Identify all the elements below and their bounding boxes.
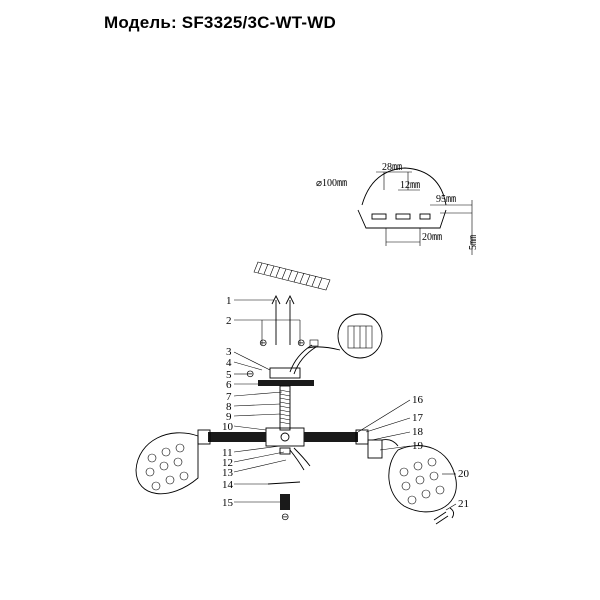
model-title: Модель: SF3325/3C-WT-WD (104, 13, 336, 32)
dim-label-5mm: 5㎜ (468, 235, 479, 250)
mounting-detail: 28㎜ ⌀100㎜ 12㎜ 95㎜ 20㎜ 5㎜ (316, 162, 479, 255)
svg-text:⊖: ⊖ (259, 338, 267, 349)
right-shade (388, 445, 457, 513)
part-number: 13 (222, 467, 234, 479)
left-arm-tube (208, 432, 266, 442)
part-number: 21 (458, 498, 469, 510)
mounting-screws: ⊖ ⊖ (259, 294, 305, 349)
part-number: 4 (226, 357, 232, 369)
bulb-part-21 (433, 507, 455, 525)
dim-label-28mm: 28㎜ (382, 162, 402, 173)
part-number: 15 (222, 497, 234, 509)
finial (280, 494, 290, 510)
part-number: 14 (222, 479, 234, 491)
left-shade (135, 432, 199, 495)
part-number: 12 (222, 457, 233, 469)
detail-slot (395, 213, 411, 220)
central-column: ⊖ (258, 367, 314, 523)
part-number-labels-left: 1 2 3 4 5 6 7 8 9 10 11 12 13 14 15 (222, 295, 234, 509)
part-number: 5 (226, 369, 232, 381)
detail-plate-outline (357, 209, 447, 229)
part-number: 2 (226, 315, 232, 327)
part-number: 1 (226, 295, 232, 307)
dim-label-diameter-100mm: ⌀100㎜ (316, 178, 347, 189)
dim-label-20mm: 20㎜ (422, 232, 442, 243)
part-number: 17 (412, 412, 424, 424)
wiring-detail (289, 313, 383, 375)
part-number: 9 (226, 411, 232, 423)
detail-dome-outline (361, 167, 447, 206)
part-number: 8 (226, 401, 232, 413)
svg-text:⊖: ⊖ (297, 338, 305, 349)
right-arm-tube (304, 432, 358, 442)
ceiling-hatch (253, 261, 331, 291)
part-number: 19 (412, 440, 424, 452)
lamp-holder (367, 439, 383, 459)
svg-text:⊖: ⊖ (246, 369, 254, 380)
part-number: 16 (412, 394, 424, 406)
part-number: 20 (458, 468, 470, 480)
detail-slot (419, 213, 431, 220)
part-number: 6 (226, 379, 232, 391)
part-number: 18 (412, 426, 424, 438)
part-number: 11 (222, 447, 233, 459)
part-number: 3 (226, 346, 232, 358)
svg-text:⊖: ⊖ (281, 512, 289, 523)
mounting-plate (258, 380, 314, 386)
part-number-labels-right: 16 17 18 19 20 21 (412, 394, 470, 510)
dim-label-12mm: 12㎜ (400, 180, 420, 191)
right-arm-socket (355, 429, 369, 445)
detail-slot (371, 213, 387, 220)
arms (197, 429, 399, 459)
part-number: 10 (222, 421, 234, 433)
dim-label-95mm: 95㎜ (436, 194, 456, 205)
central-hub (265, 427, 305, 447)
part-number: 7 (226, 391, 232, 403)
left-leader-lines: ⊖ (233, 299, 287, 503)
canopy-cup (269, 367, 301, 379)
right-leader-lines (357, 399, 457, 511)
